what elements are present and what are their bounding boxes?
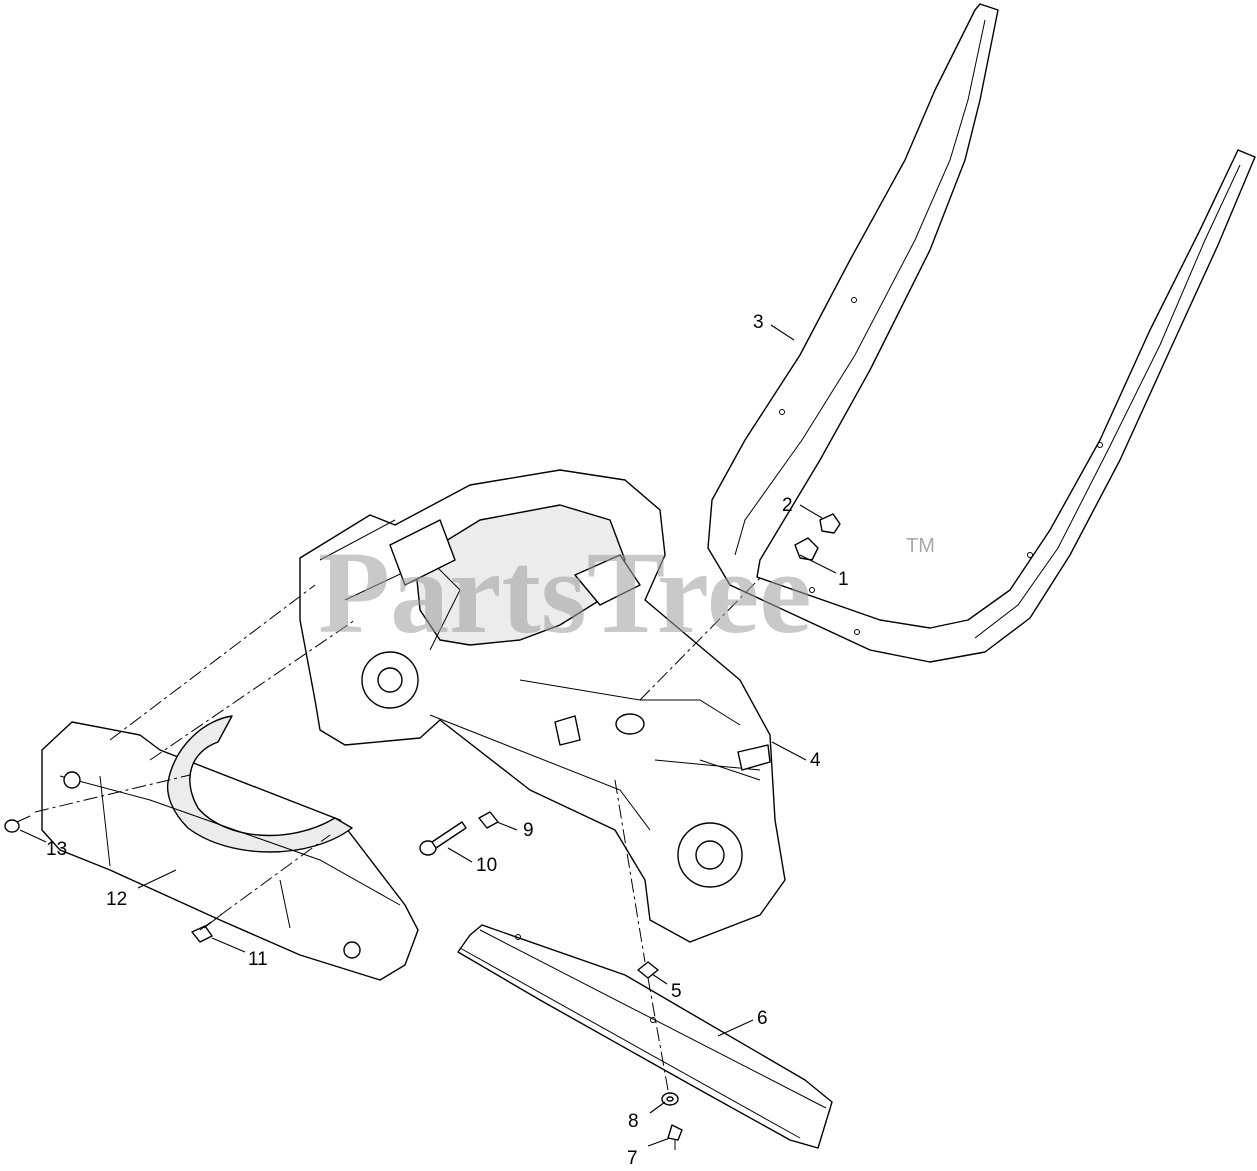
auger-housing-part[interactable] — [299, 469, 786, 943]
washer-part[interactable] — [661, 1092, 679, 1106]
callout-3[interactable]: 3 — [753, 312, 764, 333]
callout-7[interactable]: 7 — [627, 1148, 638, 1169]
callout-8[interactable]: 8 — [628, 1111, 639, 1132]
handle-part[interactable] — [707, 3, 1256, 663]
callout-10[interactable]: 10 — [476, 855, 497, 876]
callout-6[interactable]: 6 — [757, 1008, 768, 1029]
nut-insert-part[interactable] — [794, 537, 819, 561]
screw-part[interactable] — [4, 815, 31, 833]
square-nut-5-part[interactable] — [637, 961, 659, 979]
assembly-lines — [34, 577, 761, 1091]
flange-nut-part[interactable] — [191, 913, 223, 943]
watermark-text: PartsTree — [318, 527, 812, 658]
callout-1[interactable]: 1 — [838, 569, 849, 590]
callout-2[interactable]: 2 — [782, 495, 793, 516]
callout-9[interactable]: 9 — [523, 820, 534, 841]
leader-lines — [19, 324, 837, 1147]
carriage-bolt-part[interactable] — [419, 821, 467, 856]
front-bumper-shroud-part[interactable] — [41, 715, 419, 981]
bolt-part[interactable] — [667, 1124, 683, 1150]
callout-13[interactable]: 13 — [46, 839, 67, 860]
callout-4[interactable]: 4 — [810, 750, 821, 771]
callout-5[interactable]: 5 — [671, 981, 682, 1002]
square-nut-9-part[interactable] — [478, 811, 499, 829]
scraper-bar-part[interactable] — [457, 924, 833, 1149]
nut-part[interactable] — [819, 513, 841, 534]
callout-11[interactable]: 11 — [248, 949, 268, 970]
watermark-trademark: TM — [906, 535, 935, 557]
callout-labels: 1 2 3 4 5 6 7 8 9 10 11 12 13 — [46, 312, 849, 1169]
callout-12[interactable]: 12 — [106, 889, 127, 910]
